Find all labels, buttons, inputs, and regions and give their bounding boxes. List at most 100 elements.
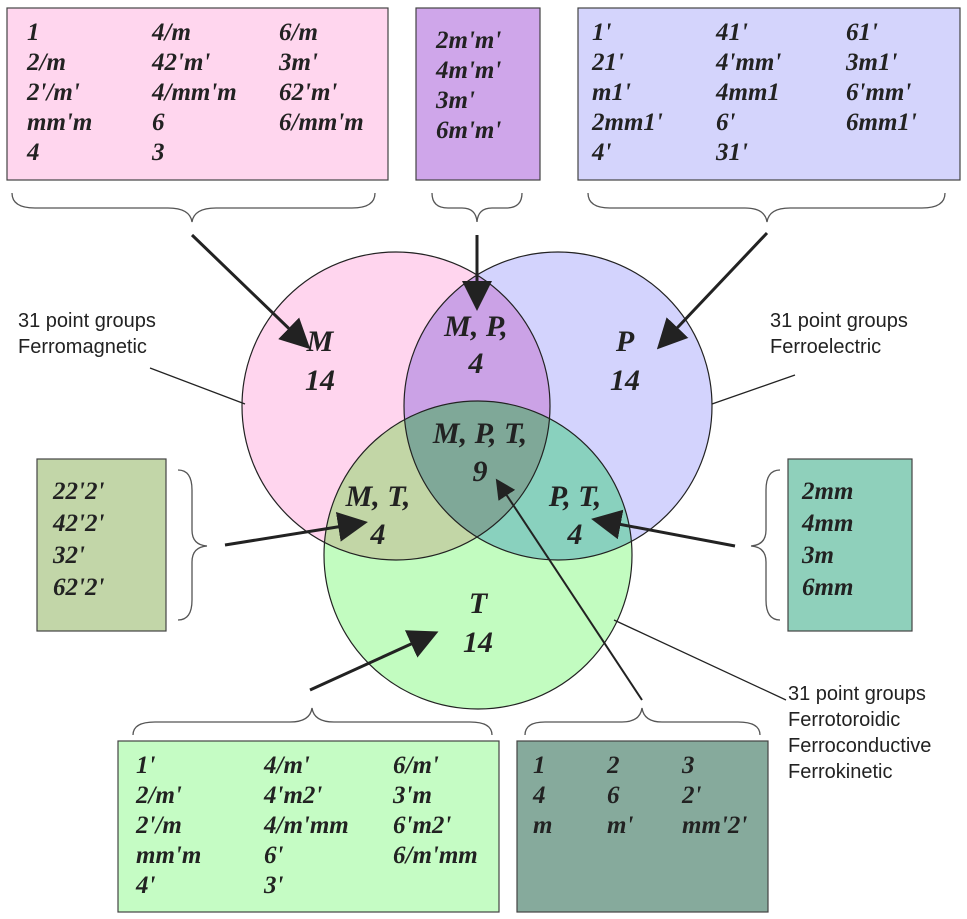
point-group-symbol: 2'/m' <box>26 79 80 106</box>
point-group-symbol: 6'mm' <box>846 79 911 106</box>
t-label: T <box>469 587 489 620</box>
point-group-symbol: 22'2' <box>52 478 104 505</box>
groups-box-background <box>787 458 913 632</box>
svg-text:Ferrokinetic: Ferrokinetic <box>788 761 892 783</box>
point-group-symbol: 2/m <box>26 49 66 76</box>
mt-count: 4 <box>370 518 386 551</box>
point-group-symbol: 6/m <box>279 19 318 46</box>
point-group-symbol: 3 <box>151 139 165 166</box>
mp-count: 4 <box>468 347 484 380</box>
point-group-symbol: 4mm1 <box>715 79 780 106</box>
point-group-symbol: 4/m'mm <box>263 812 349 839</box>
svg-text:31 point groups: 31 point groups <box>770 310 908 332</box>
point-group-symbol: 41' <box>715 19 748 46</box>
point-group-symbol: 32' <box>52 542 85 569</box>
mpt-brace <box>524 707 761 736</box>
mt-label: M, T, <box>345 480 411 513</box>
point-group-symbol: m' <box>607 812 633 839</box>
mpt-count: 9 <box>473 455 488 488</box>
point-group-symbol: mm'm <box>27 109 92 136</box>
point-group-symbol: 6/mm'm <box>279 109 364 136</box>
point-group-symbol: 6' <box>716 109 736 136</box>
point-group-symbol: 6mm <box>802 574 853 601</box>
point-group-symbol: 62'm' <box>279 79 337 106</box>
point-group-symbol: 6 <box>152 109 165 136</box>
point-group-symbol: 4 <box>26 139 40 166</box>
point-group-symbol: 6 <box>607 782 620 809</box>
point-group-symbol: 6/m' <box>393 752 439 779</box>
point-group-symbol: m <box>533 812 552 839</box>
ferrotoroidic-label: 31 point groups Ferrotoroidic Ferrocondu… <box>788 683 931 783</box>
mp-label: M, P, <box>443 310 508 343</box>
groups-box-background <box>6 7 389 181</box>
groups-box-background <box>415 7 541 181</box>
point-group-symbol: 1 <box>533 752 546 779</box>
point-group-symbol: 31' <box>715 139 748 166</box>
groups-box-background <box>117 740 500 913</box>
p-count: 14 <box>610 364 640 397</box>
point-group-symbol: 3m' <box>278 49 318 76</box>
arrow-to-mpt <box>495 478 643 701</box>
point-group-symbol: 4'm2' <box>263 782 322 809</box>
t-count: 14 <box>463 626 493 659</box>
point-group-symbol: 2'/m <box>135 812 182 839</box>
point-group-symbol: 2mm1' <box>591 109 663 136</box>
p-label: P <box>615 325 635 358</box>
point-group-symbol: 4mm <box>801 510 853 537</box>
point-group-symbol: 6mm1' <box>846 109 917 136</box>
point-group-symbol: 3'm <box>392 782 432 809</box>
p-only-brace <box>587 192 946 223</box>
arrow-to-pt <box>591 509 736 548</box>
groups-box-background <box>36 458 167 632</box>
arrow-to-p <box>656 231 769 350</box>
point-group-symbol: 3m1' <box>845 49 897 76</box>
point-group-symbol: 42'm' <box>151 49 210 76</box>
arrow-to-mt <box>224 511 368 547</box>
t-only-brace <box>132 707 493 736</box>
point-group-symbol: 61' <box>846 19 878 46</box>
point-group-symbol: 1 <box>27 19 40 46</box>
point-group-symbol: 6m'm' <box>436 117 501 144</box>
point-group-symbol: 21' <box>591 49 624 76</box>
point-group-symbol: 2 <box>606 752 620 779</box>
point-group-symbol: mm'2' <box>682 812 747 839</box>
pt-brace <box>750 469 781 621</box>
point-group-symbol: 4/m' <box>263 752 310 779</box>
svg-text:Ferroelectric: Ferroelectric <box>770 336 881 358</box>
point-group-symbol: 6'm2' <box>393 812 451 839</box>
arrow-to-m <box>190 233 311 350</box>
point-group-symbol: 2mm <box>801 478 853 505</box>
point-group-symbol: 2' <box>681 782 702 809</box>
point-group-symbol: 4'mm' <box>715 49 781 76</box>
m-label: M <box>306 325 335 358</box>
point-group-symbol: 2m'm' <box>435 27 501 54</box>
point-group-symbol: 4/m <box>151 19 191 46</box>
point-group-symbol: 42'2' <box>52 510 104 537</box>
mp-groups-box: 2m'm'4m'm'3m'6m'm' <box>415 7 541 181</box>
point-group-symbol: 1' <box>136 752 156 779</box>
point-group-symbol: 1' <box>592 19 612 46</box>
svg-text:31 point groups: 31 point groups <box>18 310 156 332</box>
svg-text:Ferroconductive: Ferroconductive <box>788 735 931 757</box>
svg-text:31 point groups: 31 point groups <box>788 683 926 705</box>
mt-groups-box: 22'2' 42'2' 32' 62'2' <box>36 458 167 632</box>
point-group-symbol: mm'm <box>136 842 201 869</box>
svg-text:Ferrotoroidic: Ferrotoroidic <box>788 709 900 731</box>
m-count: 14 <box>305 364 335 397</box>
ferromagnetic-label: 31 point groups Ferromagnetic <box>18 310 156 358</box>
m-only-brace <box>11 192 376 223</box>
mp-brace <box>431 192 523 223</box>
point-group-symbol: 6' <box>264 842 284 869</box>
point-group-symbol: 4' <box>591 139 612 166</box>
point-group-symbol: 3' <box>263 872 284 899</box>
pt-count: 4 <box>567 518 583 551</box>
point-group-symbol: 62'2' <box>53 574 104 601</box>
point-group-symbol: 4 <box>532 782 546 809</box>
svg-text:Ferromagnetic: Ferromagnetic <box>18 336 147 358</box>
